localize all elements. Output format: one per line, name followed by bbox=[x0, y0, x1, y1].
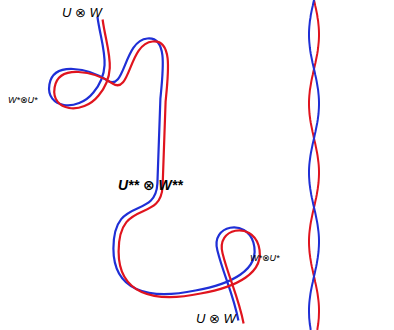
twist-strand bbox=[309, 0, 319, 330]
twisted-ribbon bbox=[309, 0, 319, 330]
blue-strand bbox=[49, 17, 255, 321]
twist-strand bbox=[309, 0, 319, 330]
space-label: U** ⊗ W** bbox=[118, 178, 183, 192]
space-label: U ⊗ W bbox=[62, 6, 102, 19]
space-label: U ⊗ W bbox=[196, 312, 236, 325]
space-label: W*⊗U* bbox=[250, 254, 280, 263]
space-label: W*⊗U* bbox=[8, 96, 38, 105]
red-strand bbox=[54, 20, 260, 324]
